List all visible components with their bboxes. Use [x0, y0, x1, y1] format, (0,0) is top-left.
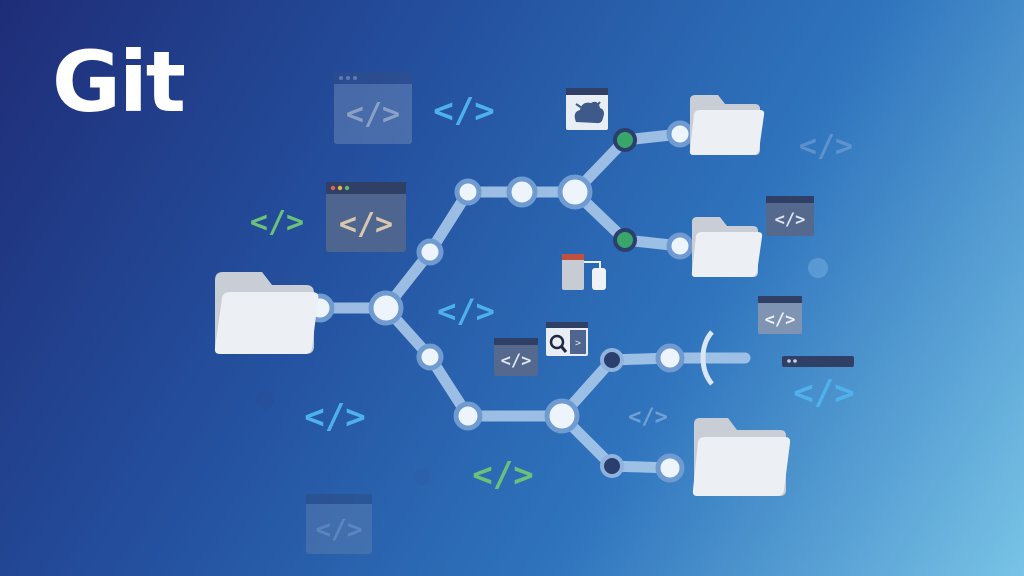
- code-window-icon: [334, 72, 412, 144]
- cloud-icon: [566, 88, 608, 130]
- code-icon: </>: [346, 97, 400, 132]
- code-window-icon: [782, 356, 854, 367]
- code-icon: </>: [793, 373, 854, 413]
- folder-icon: [691, 217, 763, 277]
- svg-text:>: >: [575, 338, 581, 349]
- code-icon: </>: [316, 515, 363, 545]
- code-icon: </>: [339, 207, 393, 242]
- code-icon: </>: [628, 405, 668, 430]
- code-window-icon: [758, 296, 802, 334]
- code-window-icon: [766, 196, 814, 236]
- code-icon: </>: [250, 205, 304, 240]
- code-icon: </>: [304, 397, 365, 437]
- code-icon: </>: [437, 292, 495, 330]
- merge-arrow: [700, 330, 715, 386]
- code-icon: </>: [472, 455, 533, 495]
- database-icon: [562, 254, 606, 290]
- code-icon: </>: [799, 129, 853, 164]
- code-window-icon: [494, 338, 538, 376]
- folder-icon: [214, 272, 319, 354]
- code-icon: </>: [775, 210, 806, 230]
- page-title: Git: [52, 33, 186, 131]
- commit-nodes: [305, 120, 694, 483]
- background-dots: [256, 258, 828, 485]
- search-icon: >: [546, 322, 588, 356]
- folder-icon: [689, 95, 765, 155]
- code-window-icon: [306, 494, 372, 554]
- code-icon: </>: [501, 351, 532, 371]
- folder-icon: [692, 418, 791, 496]
- code-icon: </>: [765, 310, 796, 330]
- code-window-icon: [326, 182, 406, 252]
- code-icon: </>: [433, 91, 494, 131]
- code-glyphs: </> </> </> </> </> </> </> </> </> </> …: [250, 91, 855, 545]
